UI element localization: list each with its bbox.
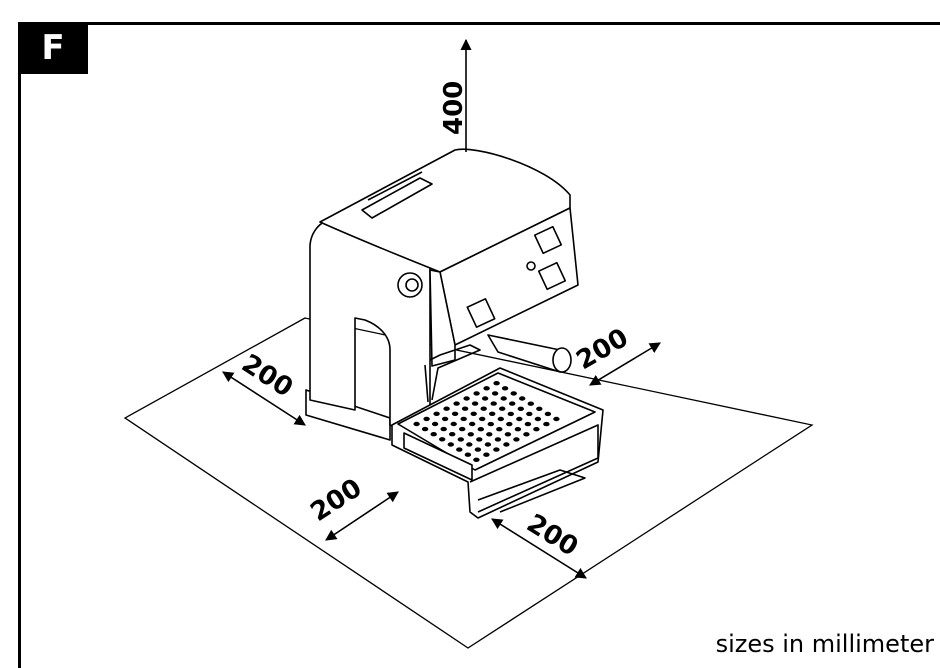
units-caption: sizes in millimeter xyxy=(716,630,934,658)
grid-hole xyxy=(485,442,491,446)
grid-hole xyxy=(463,396,469,400)
dimension-label-top: 400 xyxy=(439,81,469,135)
grid-hole xyxy=(422,427,428,431)
grid-hole xyxy=(492,391,498,395)
grid-hole xyxy=(473,458,479,462)
dimension-label-left: 200 xyxy=(236,349,298,404)
grid-hole xyxy=(495,437,501,441)
grid-hole xyxy=(491,401,497,405)
grid-hole xyxy=(462,407,468,411)
grid-hole xyxy=(459,427,465,431)
grid-hole xyxy=(473,391,479,395)
grid-hole xyxy=(478,427,484,431)
grid-hole xyxy=(493,381,499,385)
dimension-label-right: 200 xyxy=(572,323,634,376)
espresso-machine xyxy=(306,149,603,518)
grid-hole xyxy=(519,396,525,400)
grid-hole xyxy=(471,412,477,416)
grid-hole xyxy=(461,417,467,421)
grid-hole xyxy=(442,417,448,421)
grid-hole xyxy=(488,422,494,426)
grid-hole xyxy=(543,422,549,426)
grid-hole xyxy=(482,396,488,400)
grid-hole xyxy=(503,442,509,446)
grid-hole xyxy=(439,437,445,441)
grid-hole xyxy=(441,427,447,431)
grid-hole xyxy=(506,422,512,426)
dimension-label-front-left: 200 xyxy=(305,473,367,528)
grid-hole xyxy=(486,432,492,436)
grid-hole xyxy=(516,417,522,421)
grid-hole xyxy=(502,386,508,390)
grid-hole xyxy=(509,401,515,405)
grid-hole xyxy=(526,412,532,416)
grid-hole xyxy=(545,412,551,416)
grid-hole xyxy=(469,422,475,426)
grid-hole xyxy=(508,412,514,416)
grid-hole xyxy=(479,417,485,421)
grid-hole xyxy=(499,407,505,411)
grid-hole xyxy=(525,422,531,426)
grid-hole xyxy=(533,427,539,431)
grid-hole xyxy=(448,442,454,446)
grid-hole xyxy=(476,437,482,441)
grid-hole xyxy=(513,437,519,441)
grid-hole xyxy=(505,432,511,436)
grid-hole xyxy=(501,396,507,400)
grid-hole xyxy=(483,453,489,457)
grid-hole xyxy=(498,417,504,421)
grid-hole xyxy=(443,407,449,411)
grid-hole xyxy=(528,402,534,406)
grid-hole xyxy=(456,447,462,451)
grid-hole xyxy=(553,417,559,421)
grid-hole xyxy=(483,386,489,390)
grid-hole xyxy=(535,417,541,421)
grid-hole xyxy=(523,432,529,436)
grid-hole xyxy=(466,442,472,446)
grid-hole xyxy=(536,407,542,411)
grid-hole xyxy=(433,412,439,416)
grid-hole xyxy=(432,422,438,426)
grid-hole xyxy=(452,412,458,416)
grid-hole xyxy=(493,447,499,451)
grid-hole xyxy=(458,437,464,441)
grid-hole xyxy=(472,401,478,405)
grid-hole xyxy=(431,432,437,436)
grid-hole xyxy=(511,391,517,395)
grid-hole xyxy=(468,432,474,436)
grid-hole xyxy=(453,401,459,405)
grid-hole xyxy=(423,417,429,421)
grid-hole xyxy=(481,407,487,411)
grid-hole xyxy=(515,427,521,431)
dimension-label-front-right: 200 xyxy=(521,508,583,562)
grid-hole xyxy=(518,407,524,411)
grid-hole xyxy=(451,422,457,426)
grid-hole xyxy=(496,427,502,431)
grid-hole xyxy=(489,412,495,416)
grid-hole xyxy=(413,422,419,426)
grid-hole xyxy=(449,432,455,436)
grid-hole xyxy=(475,447,481,451)
grid-hole xyxy=(465,453,471,457)
